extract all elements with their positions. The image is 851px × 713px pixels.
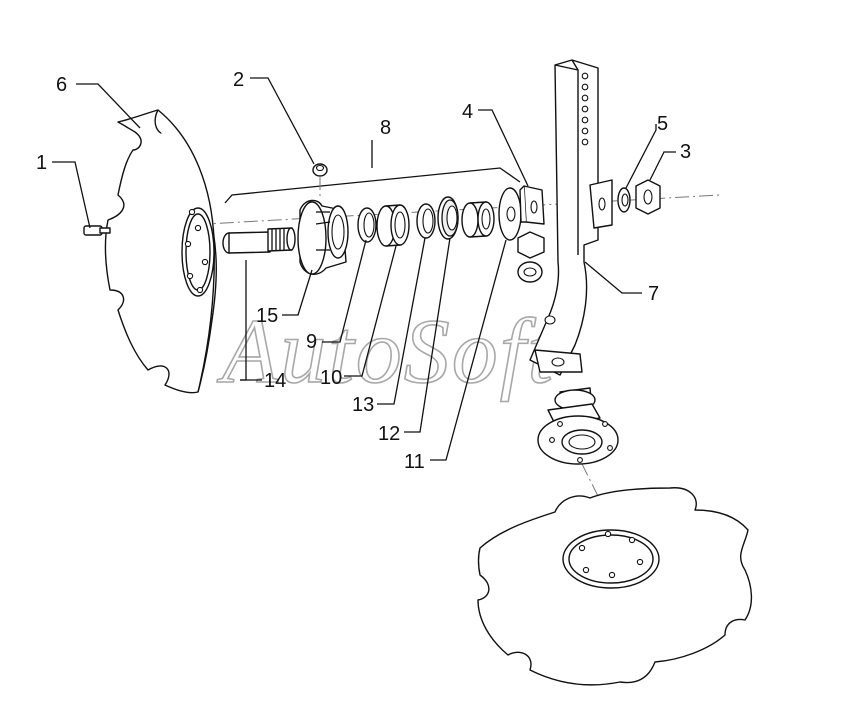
seal: [437, 196, 459, 240]
callout-3: 3: [680, 141, 691, 163]
callout-7: 7: [648, 283, 659, 305]
leader-lines: [52, 77, 676, 461]
bolt: [83, 225, 111, 236]
callout-4: 4: [462, 101, 473, 123]
hex-nut: [635, 179, 661, 215]
callout-14: 14: [264, 370, 286, 392]
washer: [498, 187, 522, 241]
callout-6: 6: [56, 74, 67, 96]
callout-11: 11: [404, 451, 425, 473]
left-disc-blade: [104, 109, 217, 394]
retaining-ring-13: [416, 203, 436, 239]
right-disc-blade: [477, 487, 753, 686]
group-bracket: [224, 167, 521, 204]
retaining-ring-9: [357, 207, 377, 243]
watermark-text: AutoSoft: [216, 300, 555, 402]
lower-axis: [559, 419, 601, 501]
grease-nipple: [312, 163, 328, 198]
callout-8: 8: [380, 117, 391, 139]
axle-shaft: [222, 227, 296, 254]
hub: [297, 199, 349, 275]
callout-2: 2: [233, 69, 244, 91]
disc-arm: [529, 59, 613, 376]
callout-12: 12: [378, 423, 400, 445]
callout-1: 1: [36, 152, 47, 174]
spacer-sleeve: [461, 201, 495, 238]
bearing: [376, 204, 410, 247]
spring-washer: [617, 187, 631, 213]
lower-hub: [537, 387, 619, 465]
callout-10: 10: [320, 367, 342, 389]
callout-labels: 1 2 3 4 5 6 7 8 9 10 11 12 13 14 15: [36, 69, 691, 473]
callout-13: 13: [352, 394, 374, 416]
callout-15: 15: [256, 305, 278, 327]
lock-clip: [519, 185, 545, 225]
callout-5: 5: [657, 113, 668, 135]
callout-9: 9: [306, 331, 317, 353]
castle-nut-lower: [517, 231, 545, 283]
